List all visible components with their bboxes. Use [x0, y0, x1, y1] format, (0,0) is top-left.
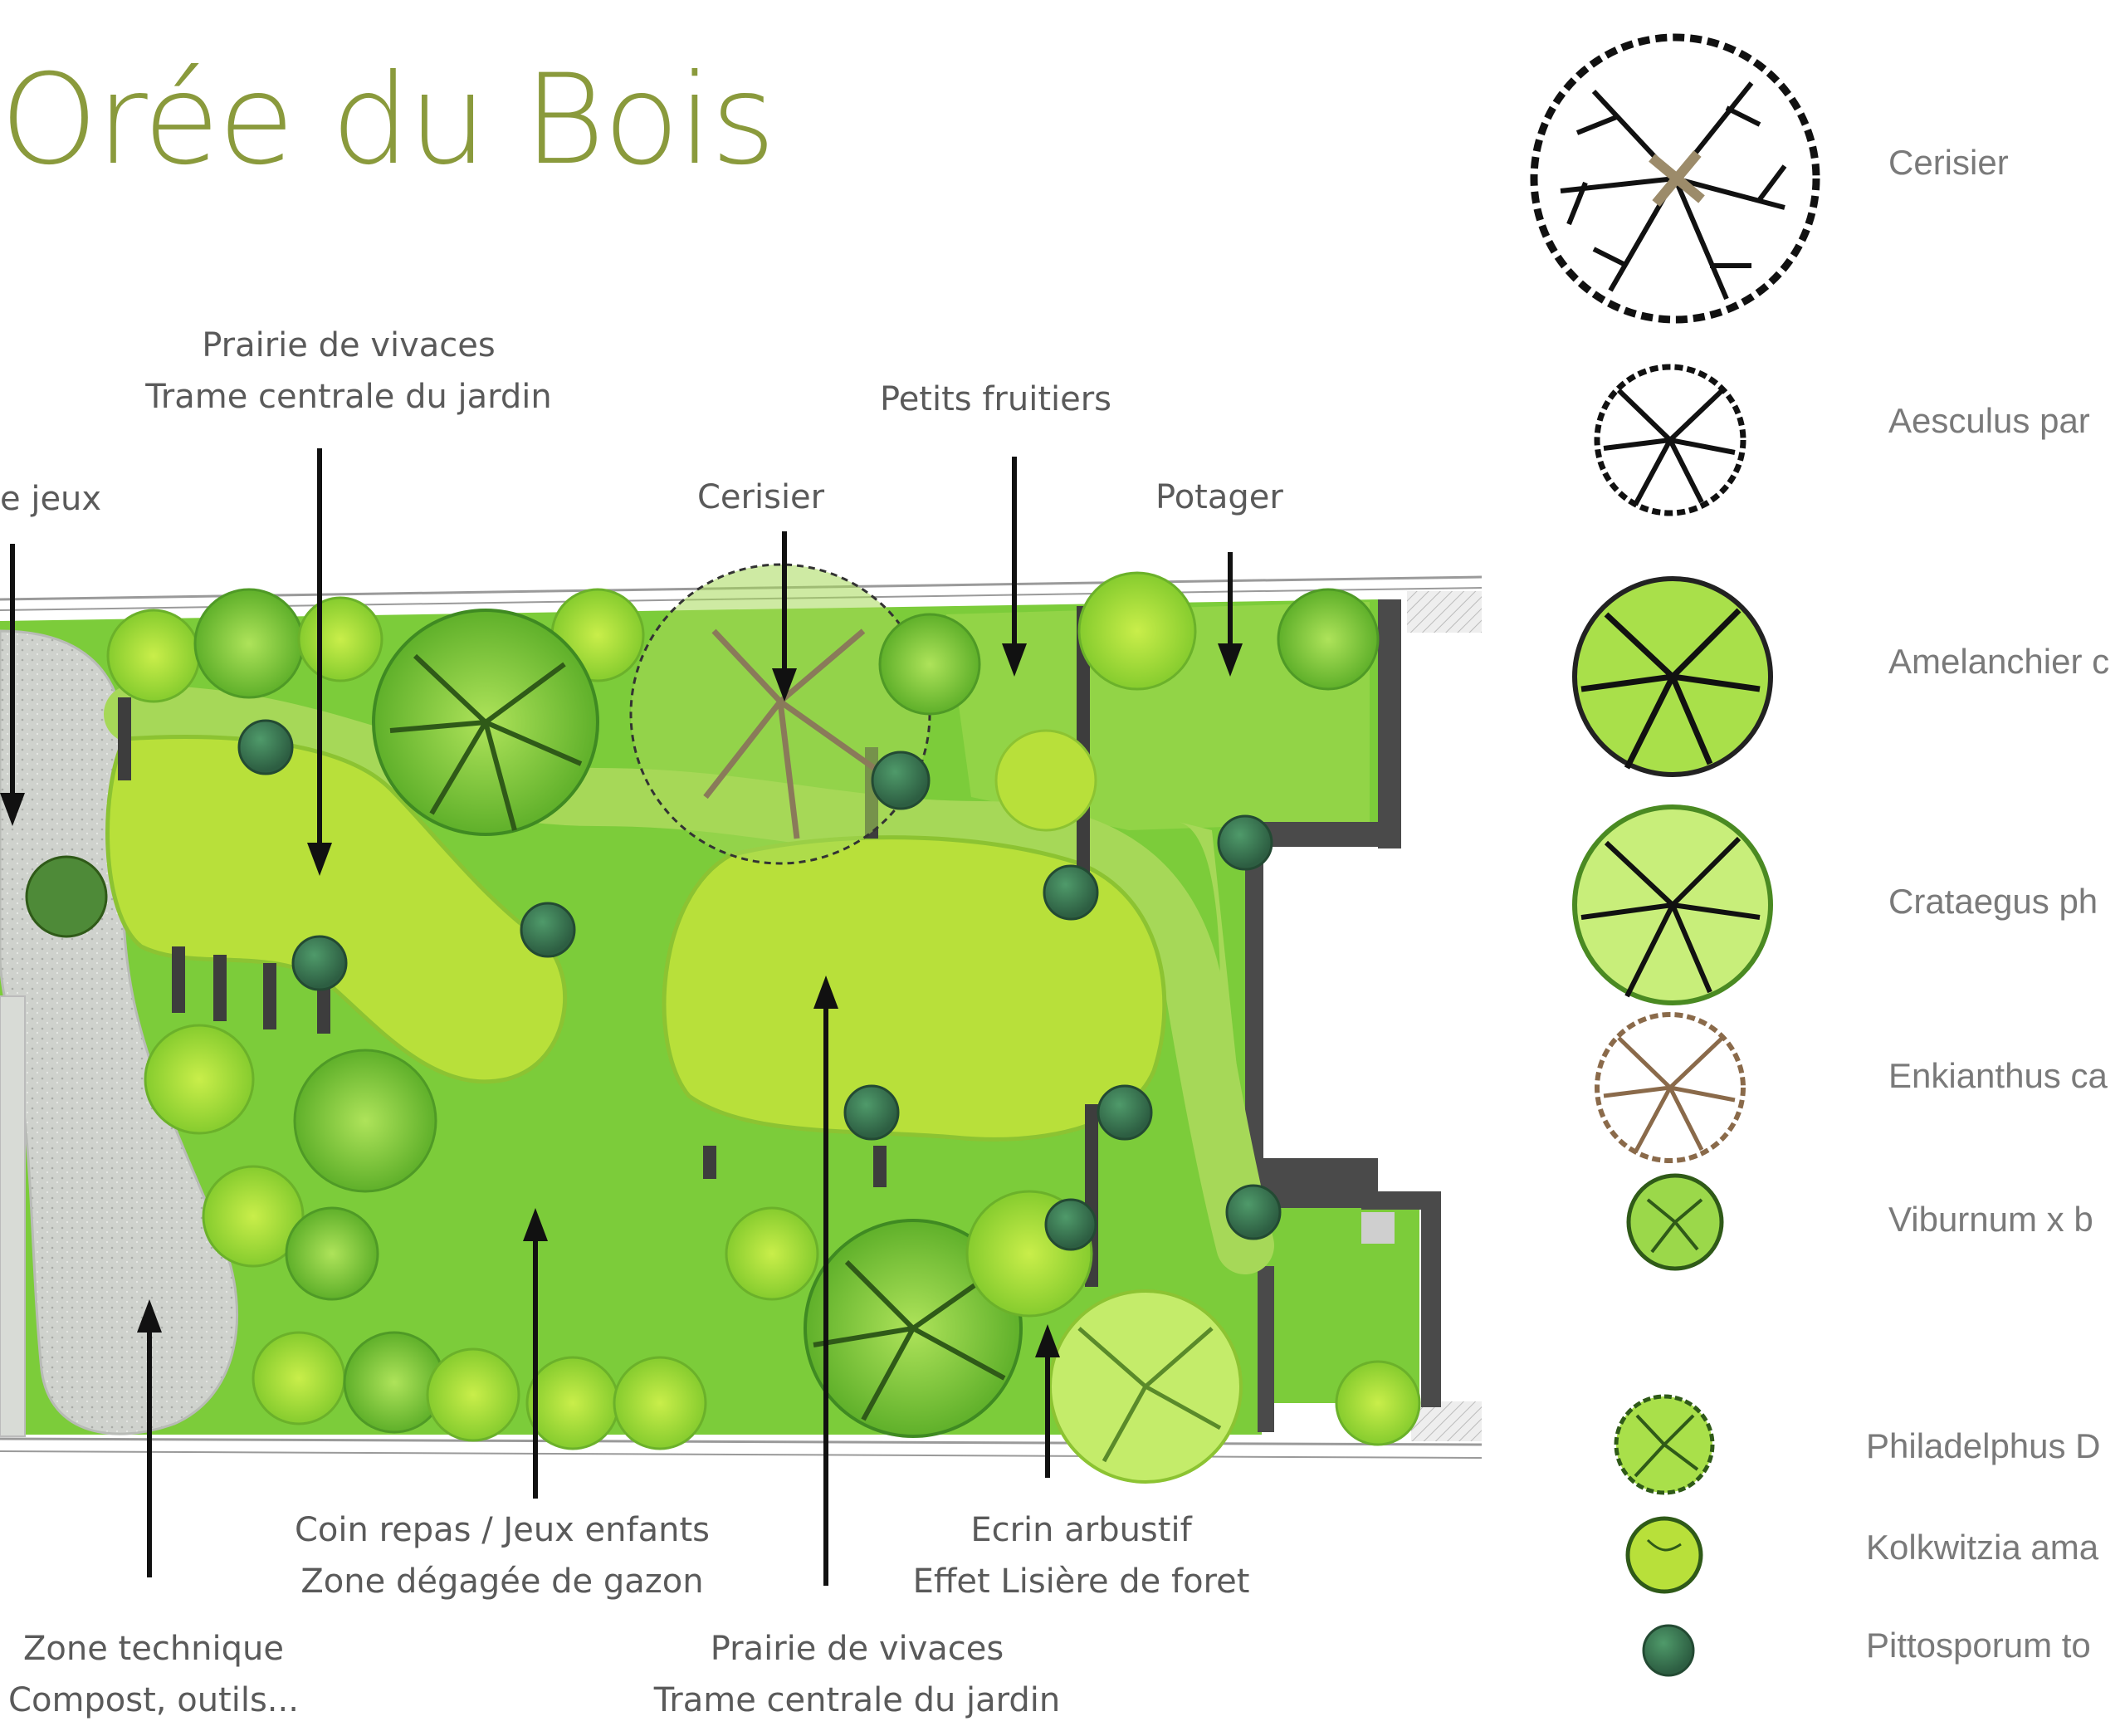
label-potager: Potager [1155, 478, 1283, 516]
label-jeux: e jeux [0, 480, 102, 518]
label-cerisier: Cerisier [697, 478, 825, 516]
label-coin-repas-line1: Coin repas / Jeux enfants [295, 1511, 710, 1549]
label-zone-technique: Zone technique Compost, outils... [0, 1623, 307, 1726]
legend-label-philadelphus: Philadelphus D [1866, 1426, 2101, 1465]
pittosporum-markers [237, 719, 1282, 1251]
viburnum-icon [1626, 1173, 1724, 1271]
label-coin-repas-line2: Zone dégagée de gazon [300, 1562, 704, 1601]
label-ecrin: Ecrin arbustif Effet Lisière de foret [909, 1504, 1253, 1607]
label-zone-technique-line1: Zone technique [22, 1630, 284, 1668]
label-prairie-bottom-line2: Trame centrale du jardin [653, 1681, 1061, 1719]
label-ecrin-line2: Effet Lisière de foret [912, 1562, 1250, 1601]
legend-label-kolkwitzia: Kolkwitzia ama [1866, 1528, 2099, 1567]
label-prairie-top-line1: Prairie de vivaces [202, 326, 496, 364]
kolkwitzia-icon [1625, 1516, 1703, 1594]
legend-label-amelanchier: Amelanchier c [1888, 642, 2110, 681]
crataegus-icon [1572, 804, 1773, 1005]
label-prairie-top: Prairie de vivaces Trame centrale du jar… [125, 320, 573, 423]
legend-label-viburnum: Viburnum x b [1888, 1200, 2093, 1239]
legend-label-pittosporum: Pittosporum to [1866, 1626, 2091, 1665]
enkianthus-icon [1595, 1012, 1746, 1163]
pittosporum-icon [1642, 1624, 1695, 1677]
annotation-arrows [0, 448, 1243, 1586]
label-ecrin-line1: Ecrin arbustif [970, 1511, 1192, 1549]
legend-label-enkianthus: Enkianthus ca [1888, 1056, 2108, 1095]
legend-label-crataegus: Crataegus ph [1888, 882, 2098, 921]
label-prairie-bottom: Prairie de vivaces Trame centrale du jar… [635, 1623, 1079, 1726]
label-prairie-bottom-line1: Prairie de vivaces [710, 1630, 1004, 1668]
house-walls [1245, 599, 1441, 1432]
cherry-tree-icon [1530, 33, 1820, 324]
label-zone-technique-line2: Compost, outils... [8, 1681, 299, 1719]
prairie-bed-center [662, 835, 1167, 1142]
aesculus-icon [1594, 364, 1746, 516]
amelanchier-icon [1572, 576, 1773, 777]
legend-label-cerisier: Cerisier [1888, 143, 2009, 182]
prairie-bed-left [105, 735, 568, 1084]
page-title: Orée du Bois [0, 48, 775, 193]
label-prairie-top-line2: Trame centrale du jardin [145, 378, 552, 416]
tree-canopies [25, 563, 1421, 1484]
label-coin-repas: Coin repas / Jeux enfants Zone dégagée d… [278, 1504, 726, 1607]
legend-label-aesculus: Aesculus par [1888, 401, 2090, 440]
label-petits-fruitiers: Petits fruitiers [880, 380, 1112, 418]
philadelphus-icon [1614, 1394, 1715, 1495]
